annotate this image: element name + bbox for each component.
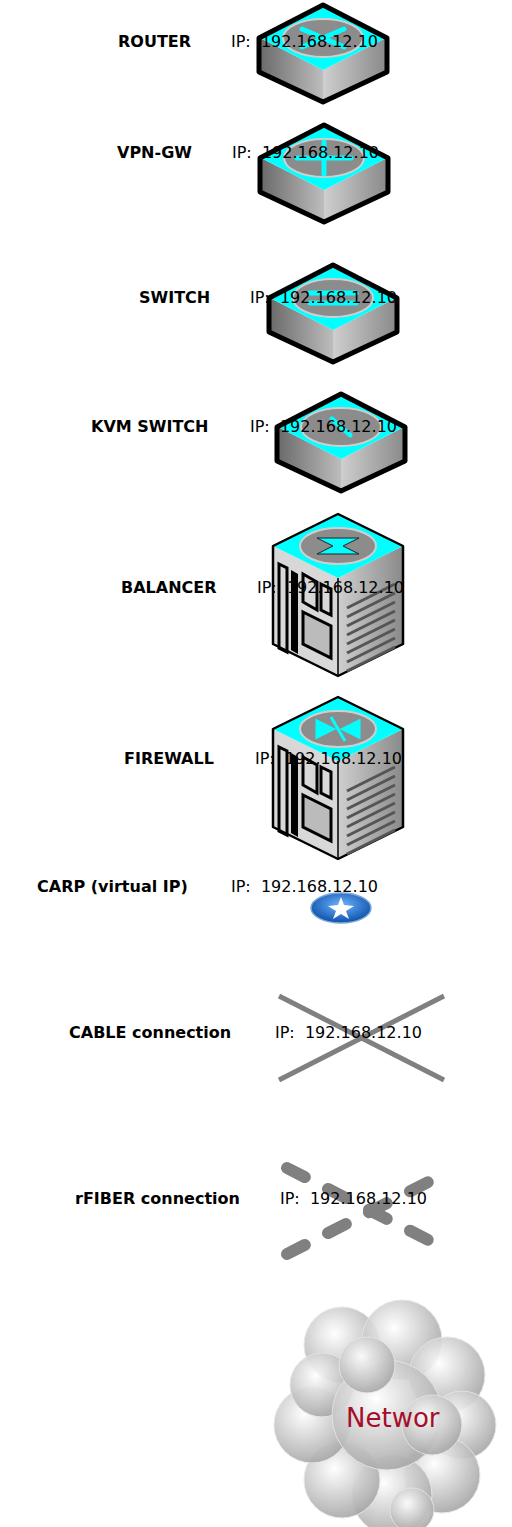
ip-address: IP: 192.168.12.10 xyxy=(231,32,378,52)
box-outline xyxy=(269,265,397,362)
fiber-line xyxy=(287,1176,440,1254)
cloud-label: Networ xyxy=(346,1402,440,1434)
box-outline xyxy=(277,394,405,491)
device-name: FIREWALL xyxy=(124,749,214,769)
ip-address: IP: 192.168.12.10 xyxy=(250,288,397,308)
network-device: SWITCH IP: 192.168.12.10 xyxy=(139,262,400,364)
tower-top-face xyxy=(273,514,403,578)
ip-address: IP: 192.168.12.10 xyxy=(280,1189,427,1209)
tower-bay xyxy=(303,795,331,841)
cloud-puff xyxy=(339,1337,395,1393)
router-icon xyxy=(118,2,390,104)
device-name: VPN-GW xyxy=(117,143,192,163)
vpn-gateway-icon xyxy=(117,122,391,224)
tower-vent xyxy=(347,647,395,671)
tower-edge xyxy=(337,761,339,859)
tower-vent xyxy=(347,830,395,854)
device-name: CARP (virtual IP) xyxy=(37,877,188,897)
network-cloud: Networ xyxy=(272,1305,496,1527)
tower-bay xyxy=(303,612,331,658)
network-device: CARP (virtual IP)IP: 192.168.12.10 xyxy=(37,875,372,925)
icon-group xyxy=(277,394,405,491)
fiber-symbol xyxy=(287,1168,440,1254)
tower-bay xyxy=(321,767,331,798)
network-device: BALANCER IP: 192.168.12.10 xyxy=(121,512,405,678)
tower-symbol-disc xyxy=(300,528,376,564)
network-device: VPN-GW IP: 192.168.12.10 xyxy=(117,122,391,224)
device-name: SWITCH xyxy=(139,288,210,308)
connection-name: rFIBER connection xyxy=(75,1189,240,1209)
icon-group xyxy=(273,697,403,859)
ip-address: IP: 192.168.12.10 xyxy=(232,143,379,163)
firewall-icon xyxy=(124,695,405,861)
ip-address: IP: 192.168.12.10 xyxy=(255,749,402,769)
icon-group xyxy=(311,893,371,923)
ip-address: IP: 192.168.12.10 xyxy=(275,1023,422,1043)
tower-slot xyxy=(279,564,287,652)
box-outline xyxy=(260,125,388,222)
balancer-symbol xyxy=(317,538,359,554)
icon-group xyxy=(269,265,397,362)
network-device: ROUTER IP: 192.168.12.10 xyxy=(118,2,390,104)
icon-group xyxy=(274,1300,496,1527)
device-name: KVM SWITCH xyxy=(91,417,208,437)
connection-name: CABLE connection xyxy=(69,1023,231,1043)
ip-address: IP: 192.168.12.10 xyxy=(231,877,378,897)
tower-outline xyxy=(273,697,403,859)
switch-icon xyxy=(139,262,400,364)
carp-star xyxy=(328,897,354,919)
network-device: FIREWALL IP: 192.168.12.10 xyxy=(124,695,405,861)
cloud-puff xyxy=(390,1488,434,1527)
ip-address: IP: 192.168.12.10 xyxy=(257,578,404,598)
box-outline xyxy=(259,5,387,102)
kvm-switch-icon xyxy=(91,391,408,493)
icon-group xyxy=(260,125,388,222)
ip-address: IP: 192.168.12.10 xyxy=(250,417,397,437)
tower-symbol-disc xyxy=(300,711,376,747)
firewall-symbol xyxy=(317,717,359,741)
device-name: ROUTER xyxy=(118,32,191,52)
network-device: KVM SWITCH IP: 192.168.12.10 xyxy=(91,391,408,493)
icon-group xyxy=(259,5,387,102)
device-name: BALANCER xyxy=(121,578,217,598)
carp-disc xyxy=(311,893,371,923)
